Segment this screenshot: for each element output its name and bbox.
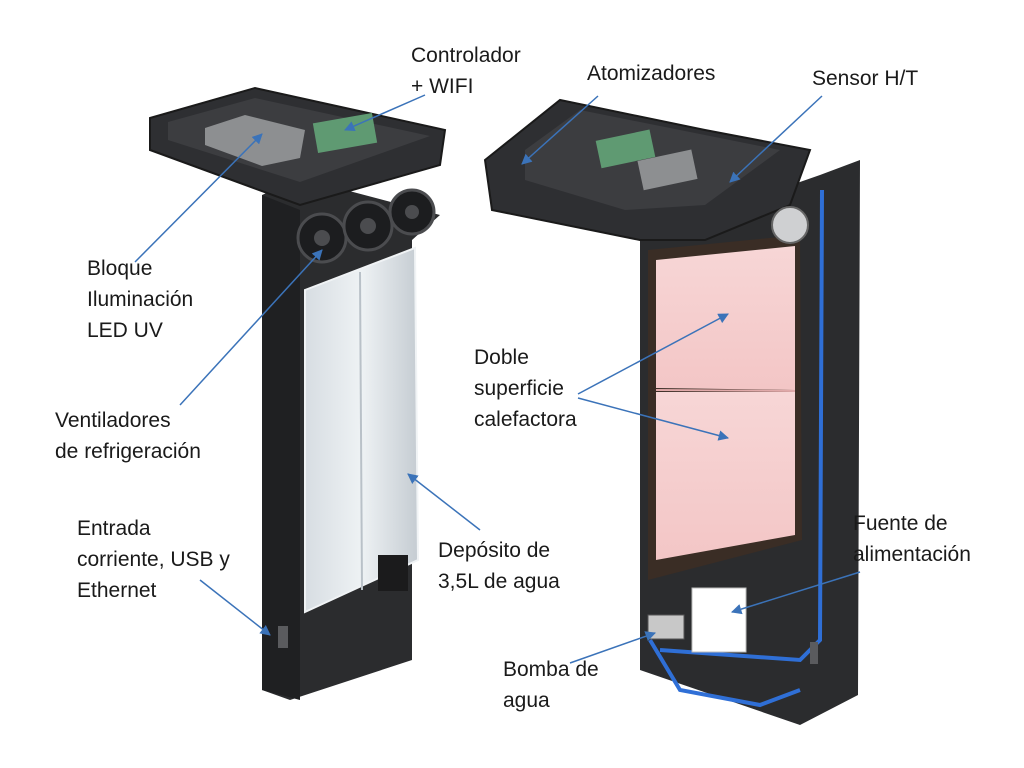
heating-surface-bottom — [656, 392, 795, 560]
arrow-atomizers — [521, 95, 599, 165]
label-heating-line-1: Doble — [474, 346, 529, 369]
label-led-block-line-3: LED UV — [87, 319, 163, 342]
right-unit — [483, 98, 860, 725]
label-pump: Bomba de agua — [503, 654, 599, 716]
left-body-side — [262, 195, 300, 700]
label-sensor: Sensor H/T — [812, 63, 918, 94]
arrow-tank — [407, 473, 481, 531]
label-power-input-line-1: Entrada — [77, 517, 151, 540]
water-pump — [647, 614, 685, 640]
label-power-input: Entrada corriente, USB y Ethernet — [77, 513, 230, 606]
label-heating-line-3: calefactora — [474, 408, 577, 431]
callout-arrows — [134, 94, 861, 664]
label-pump-line-1: Bomba de — [503, 658, 599, 681]
label-controller-line-2: + WIFI — [411, 75, 474, 98]
arrow-controller — [344, 94, 426, 132]
label-psu-line-1: Fuente de — [853, 512, 948, 535]
label-power-input-line-3: Ethernet — [77, 579, 157, 602]
power-ports — [278, 626, 288, 648]
right-controller-board — [595, 129, 656, 169]
arrow-led-block — [134, 133, 263, 263]
label-pump-line-2: agua — [503, 689, 550, 712]
label-sensor-line-1: Sensor H/T — [812, 67, 919, 90]
label-led-block-line-1: Bloque — [87, 257, 153, 280]
left-unit — [149, 86, 447, 700]
power-supply — [691, 587, 747, 653]
right-fan — [771, 206, 809, 244]
cooling-fans — [296, 188, 436, 264]
label-atomizers-line-1: Atomizadores — [587, 62, 716, 85]
water-tube-bottom — [648, 638, 801, 708]
label-controller-line-1: Controlador — [411, 44, 521, 67]
label-psu-line-2: alimentación — [853, 543, 971, 566]
label-tank: Depósito de 3,5L de agua — [438, 535, 560, 597]
label-fans-line-1: Ventiladores — [55, 409, 171, 432]
label-tank-line-2: 3,5L de agua — [438, 570, 560, 593]
label-led-block-line-2: Iluminación — [87, 288, 194, 311]
arrow-psu — [730, 571, 861, 615]
label-atomizers: Atomizadores — [587, 58, 715, 89]
label-heating-line-2: superficie — [474, 377, 564, 400]
right-led-block — [637, 149, 698, 191]
arrow-pump — [569, 631, 656, 664]
heater-divider — [655, 389, 796, 392]
label-controller: Controlador + WIFI — [411, 40, 521, 102]
arrow-fans — [179, 249, 323, 406]
arrow-heating-top — [577, 313, 729, 395]
right-side-ports — [810, 642, 818, 664]
heating-surface-top — [656, 246, 795, 390]
label-tank-line-1: Depósito de — [438, 539, 551, 562]
label-fans: Ventiladores de refrigeración — [55, 405, 201, 467]
arrow-heating-bottom — [577, 397, 730, 441]
label-psu: Fuente de alimentación — [853, 508, 971, 570]
label-fans-line-2: de refrigeración — [55, 440, 201, 463]
arrow-sensor — [729, 95, 823, 183]
label-heating: Doble superficie calefactora — [474, 342, 577, 435]
arrow-power-input — [199, 579, 271, 636]
label-power-input-line-2: corriente, USB y — [77, 548, 230, 571]
label-led-block: Bloque Iluminación LED UV — [87, 253, 193, 346]
tank-bottom-part — [378, 555, 408, 591]
tank-inner-edge — [359, 271, 363, 591]
